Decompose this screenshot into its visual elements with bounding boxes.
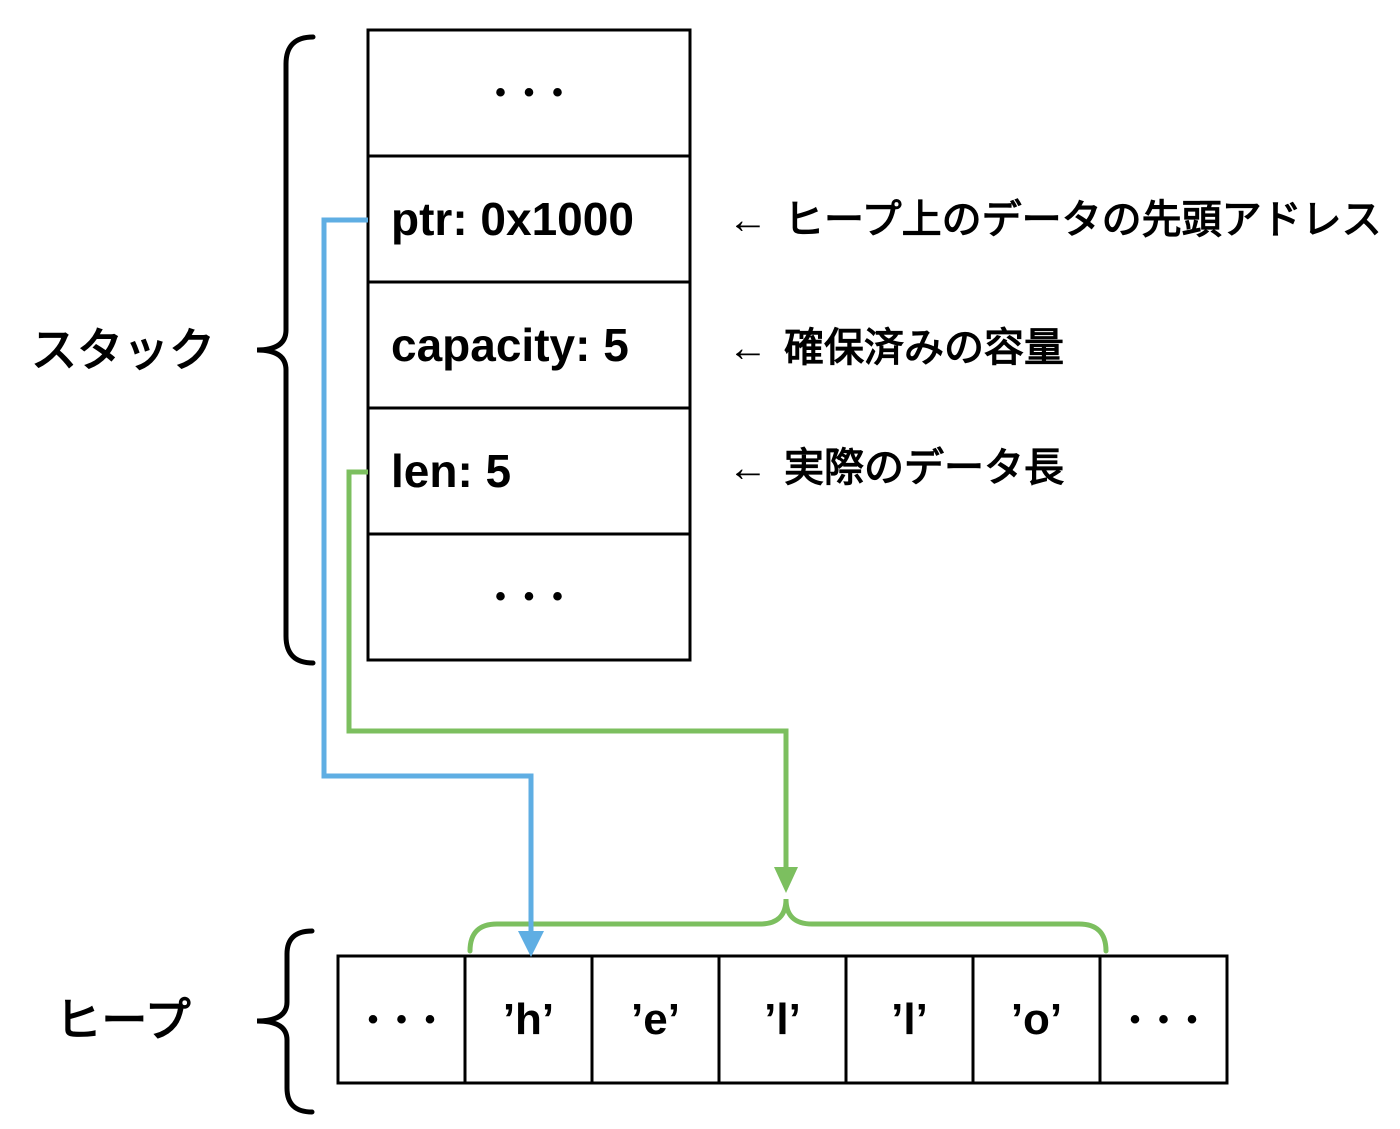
heap-table [336,954,1229,1085]
char-h: ’h’ [502,994,555,1044]
left-arrow-icon: ← [728,446,768,490]
stack-row-dots-top: ••• [371,30,687,156]
char-l: ’l’ [764,994,801,1044]
heap-span-brace [467,898,1109,954]
stack-table [366,28,692,662]
ellipsis: ••• [495,76,581,109]
ptr-pointer-line [321,217,534,933]
heap-cell-l2: ’l’ [846,956,973,1083]
len-arrowhead [774,867,798,893]
left-arrow-icon: ← [728,326,768,370]
ptr-value: ptr: 0x1000 [391,193,634,245]
char-l: ’l’ [891,994,928,1044]
len-value: len: 5 [391,445,512,497]
heap-cell-l1: ’l’ [719,956,846,1083]
ellipsis: ••• [367,1002,454,1036]
heap-label: ヒープ [55,994,191,1046]
annotation-capacity-text: 確保済みの容量 [784,326,1064,370]
annotation-ptr-text: ヒープ上のデータの先頭アドレス [784,198,1382,242]
heap-cell-dots-left: ••• [338,956,465,1083]
stack-brace [256,34,316,666]
char-e: ’e’ [631,994,680,1044]
annotation-capacity: ← 確保済みの容量 [728,318,1064,378]
len-pointer-line [346,469,789,869]
heap-cell-e: ’e’ [592,956,719,1083]
heap-brace [256,928,315,1115]
stack-row-ptr: ptr: 0x1000 [371,156,687,282]
ellipsis: ••• [495,580,581,613]
ptr-arrowhead [518,931,544,957]
capacity-value: capacity: 5 [391,319,629,371]
annotation-ptr: ← ヒープ上のデータの先頭アドレス [728,190,1382,250]
annotation-len-text: 実際のデータ長 [784,446,1064,490]
stack-row-capacity: capacity: 5 [371,282,687,408]
heap-cell-h: ’h’ [465,956,592,1083]
stack-row-dots-bottom: ••• [371,534,687,660]
stack-row-len: len: 5 [371,408,687,534]
annotation-len: ← 実際のデータ長 [728,438,1064,498]
char-o: ’o’ [1010,994,1063,1044]
left-arrow-icon: ← [728,198,768,242]
stack-label: スタック [31,324,215,376]
heap-cell-o: ’o’ [973,956,1100,1083]
ellipsis: ••• [1129,1002,1216,1036]
heap-cell-dots-right: ••• [1100,956,1227,1083]
